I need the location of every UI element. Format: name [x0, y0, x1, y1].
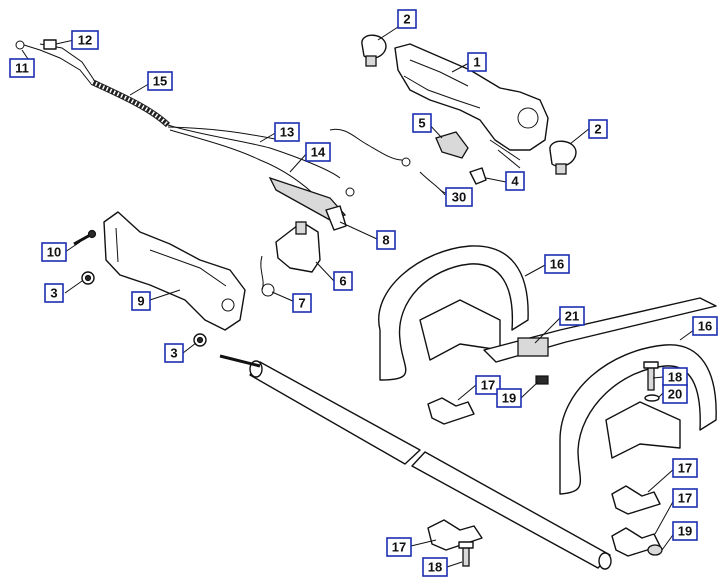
- screw-3-lower: [193, 333, 207, 347]
- leader-lines: [21, 26, 699, 568]
- handle-housing-shell: [103, 211, 246, 331]
- svg-text:12: 12: [78, 33, 92, 48]
- callout-8: 8: [376, 230, 396, 250]
- bolt-18-right: [643, 361, 659, 391]
- svg-text:16: 16: [698, 319, 712, 334]
- svg-text:7: 7: [298, 296, 305, 311]
- callout-5: 5: [412, 113, 432, 133]
- callout-17-right-b: 17: [672, 488, 698, 508]
- svg-text:17: 17: [481, 378, 495, 393]
- loop-handle-lower: [559, 344, 717, 495]
- svg-text:19: 19: [678, 524, 692, 539]
- washer-20: [644, 394, 660, 402]
- svg-text:11: 11: [15, 61, 29, 76]
- nut-19-lower: [647, 544, 663, 556]
- callout-30: 30: [445, 187, 473, 207]
- callout-12: 12: [71, 30, 99, 50]
- svg-text:1: 1: [473, 55, 480, 70]
- trigger-lever: [275, 205, 347, 273]
- callout-2-upper: 2: [397, 9, 417, 29]
- spring-part: [329, 128, 446, 197]
- svg-text:20: 20: [668, 387, 682, 402]
- callout-6: 6: [333, 271, 353, 291]
- loop-handle-upper: [378, 245, 529, 381]
- callout-3-upper: 3: [44, 283, 64, 303]
- svg-text:3: 3: [50, 286, 57, 301]
- callout-19-upper: 19: [496, 388, 522, 408]
- drive-shaft-tube: [219, 354, 612, 570]
- callout-20: 20: [662, 384, 688, 404]
- support-bar: [483, 297, 717, 363]
- svg-text:4: 4: [511, 174, 519, 189]
- svg-text:9: 9: [137, 294, 144, 309]
- svg-text:30: 30: [452, 190, 466, 205]
- control-handle-housing: [394, 43, 549, 169]
- svg-text:10: 10: [47, 245, 61, 260]
- callout-14: 14: [305, 142, 331, 162]
- clamp-right: [549, 140, 577, 175]
- callout-18-lower: 18: [422, 557, 448, 577]
- callout-21: 21: [559, 306, 585, 326]
- callout-18-right: 18: [662, 367, 688, 387]
- callout-17-upper: 17: [475, 375, 501, 395]
- callout-3-lower: 3: [164, 343, 184, 363]
- callout-19-lower: 19: [672, 521, 698, 541]
- small-lever-part: [469, 167, 487, 185]
- svg-text:3: 3: [170, 346, 177, 361]
- spring-part-7: [260, 255, 275, 297]
- svg-text:18: 18: [668, 370, 682, 385]
- callout-15: 15: [147, 71, 173, 91]
- callout-17-lower: 17: [386, 537, 412, 557]
- callout-2-right: 2: [588, 119, 608, 139]
- callout-16-upper: 16: [544, 254, 570, 274]
- callout-16-right: 16: [692, 316, 718, 336]
- svg-text:6: 6: [339, 274, 346, 289]
- callout-1: 1: [467, 52, 487, 72]
- svg-text:2: 2: [403, 12, 410, 27]
- screw-3-upper: [81, 271, 95, 285]
- svg-text:13: 13: [280, 125, 294, 140]
- svg-text:17: 17: [678, 491, 692, 506]
- callout-4: 4: [505, 171, 525, 191]
- svg-text:17: 17: [678, 461, 692, 476]
- callout-10: 10: [41, 242, 67, 262]
- callout-17-right-a: 17: [672, 458, 698, 478]
- svg-text:17: 17: [392, 540, 406, 555]
- callout-7: 7: [292, 293, 312, 313]
- svg-text:19: 19: [502, 391, 516, 406]
- clamp-17-right-a: [611, 485, 661, 515]
- svg-text:16: 16: [550, 257, 564, 272]
- callout-13: 13: [274, 122, 300, 142]
- svg-text:15: 15: [153, 74, 167, 89]
- svg-text:2: 2: [594, 122, 601, 137]
- nut-19-upper: [535, 375, 549, 385]
- bolt-18-lower: [458, 541, 474, 567]
- clamp-17-upper: [427, 397, 475, 425]
- screw-10: [73, 229, 97, 246]
- clamp-17-lower: [427, 519, 483, 551]
- svg-text:8: 8: [382, 233, 389, 248]
- clamp-upper: [361, 34, 387, 67]
- svg-text:21: 21: [565, 309, 579, 324]
- callout-9: 9: [131, 291, 151, 311]
- svg-text:5: 5: [418, 116, 425, 131]
- svg-text:14: 14: [311, 145, 326, 160]
- switch-part: [435, 131, 469, 159]
- svg-text:18: 18: [428, 560, 442, 575]
- callout-11: 11: [9, 58, 35, 78]
